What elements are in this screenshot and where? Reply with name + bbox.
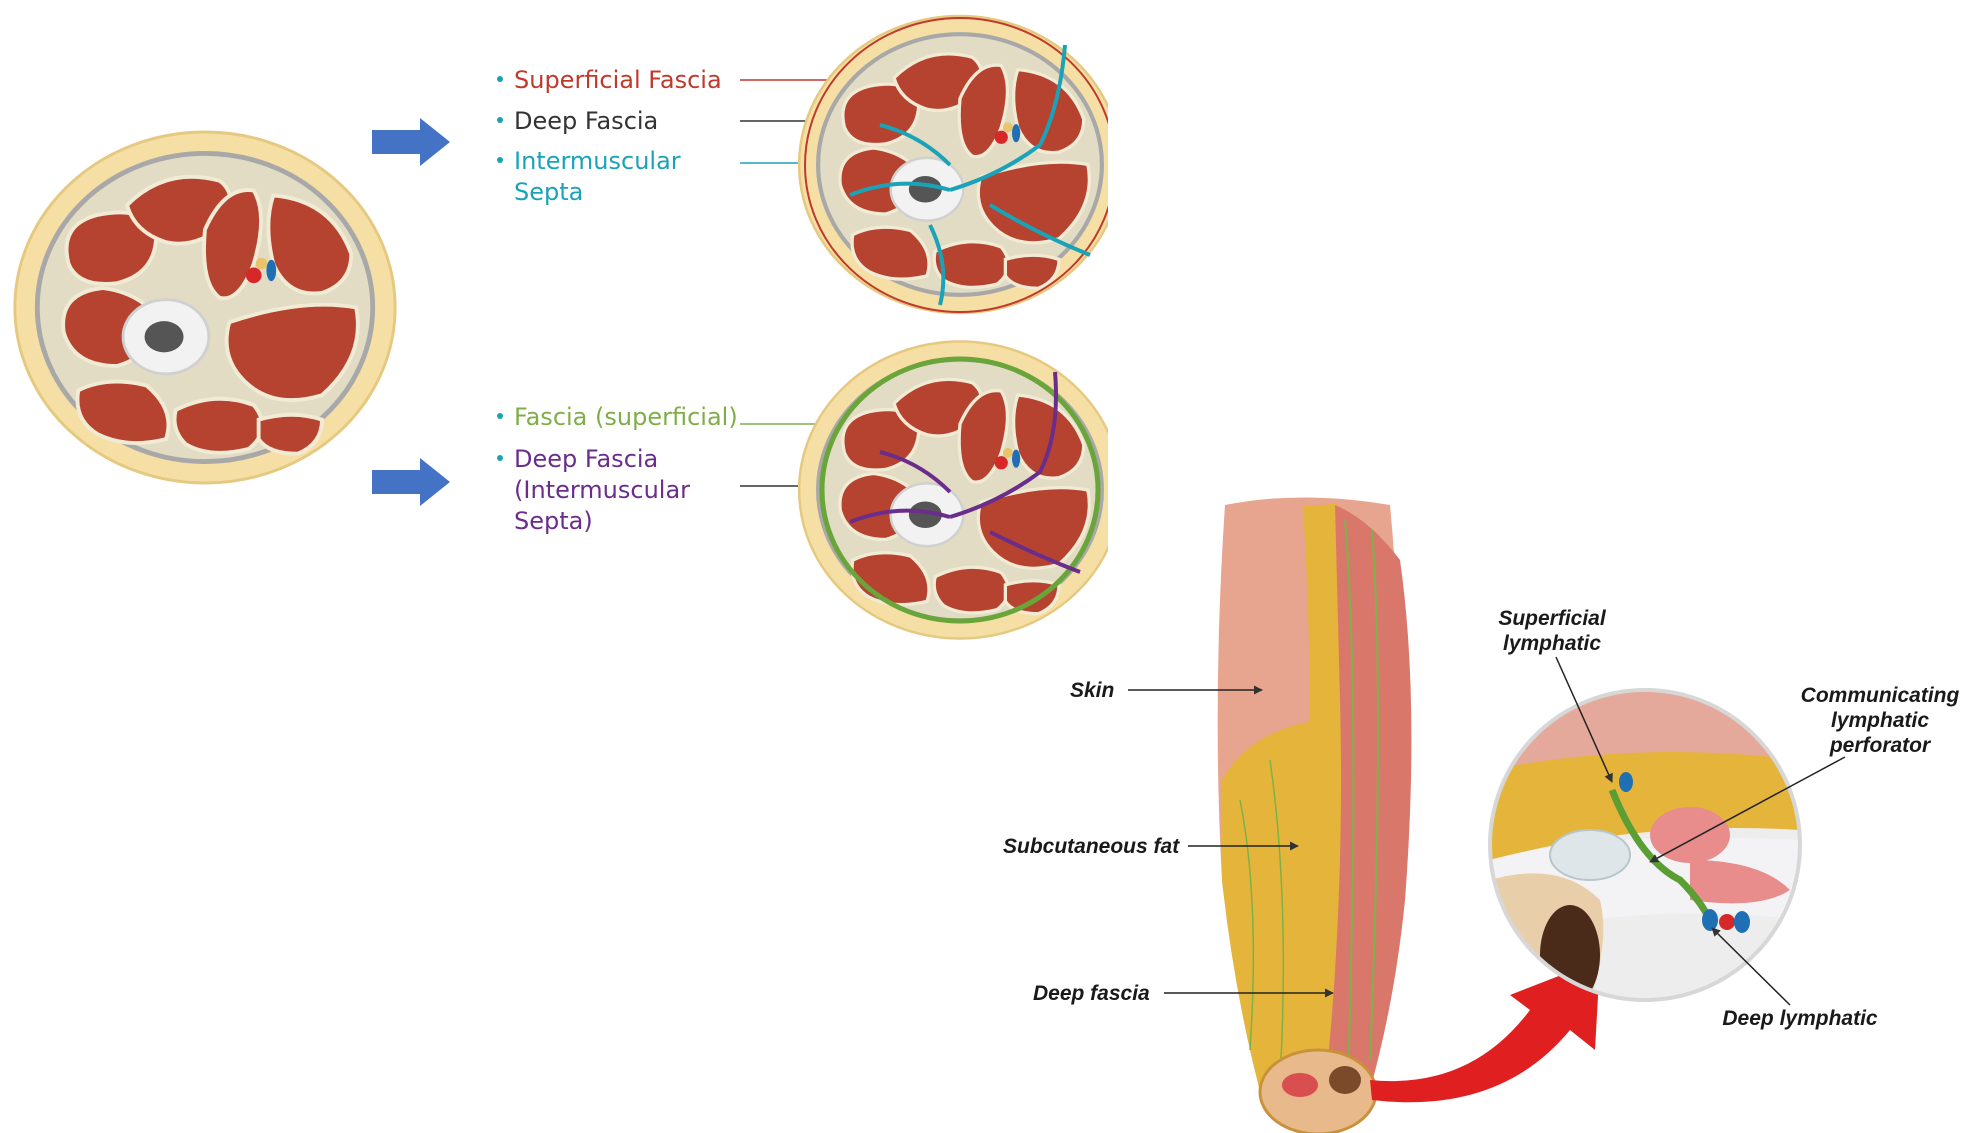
blue-arrow-bottom: [372, 458, 450, 506]
legend-superficial-fascia: Superficial Fascia: [514, 66, 722, 94]
cross-section-top: [799, 16, 1121, 313]
label-communicating-2: lymphatic: [1831, 709, 1929, 732]
bottom-legend: Fascia (superficial) Deep Fascia (Interm…: [497, 403, 738, 535]
legend-septa-2: Septa): [514, 507, 593, 535]
legend-septa: Septa: [514, 178, 583, 206]
label-communicating-3: perforator: [1829, 734, 1932, 757]
label-communicating-1: Communicating: [1801, 684, 1960, 707]
label-deep-lymphatic: Deep lymphatic: [1722, 1007, 1878, 1030]
label-skin: Skin: [1070, 679, 1114, 702]
legend-intermuscular-2: (Intermuscular: [514, 476, 690, 504]
label-deep-fascia: Deep fascia: [1033, 982, 1150, 1005]
red-arrow: [1370, 960, 1600, 1102]
blue-arrow-top: [372, 118, 450, 166]
legend-fascia-superficial: Fascia (superficial): [514, 403, 738, 431]
legend-deep-fascia-2: Deep Fascia: [514, 445, 658, 473]
cross-section-bottom: [799, 342, 1121, 639]
label-subcutaneous-fat: Subcutaneous fat: [1003, 835, 1180, 858]
legend-intermuscular: Intermuscular: [514, 147, 681, 175]
leg-illustration: [1218, 498, 1412, 1133]
label-superficial-lymphatic-1: Superficial: [1498, 607, 1607, 630]
label-superficial-lymphatic-2: lymphatic: [1503, 632, 1601, 655]
inset-magnification: [1490, 690, 1800, 1005]
top-legend: Superficial Fascia Deep Fascia Intermusc…: [497, 66, 722, 206]
legend-deep-fascia: Deep Fascia: [514, 107, 658, 135]
cross-section-original: [15, 132, 395, 483]
